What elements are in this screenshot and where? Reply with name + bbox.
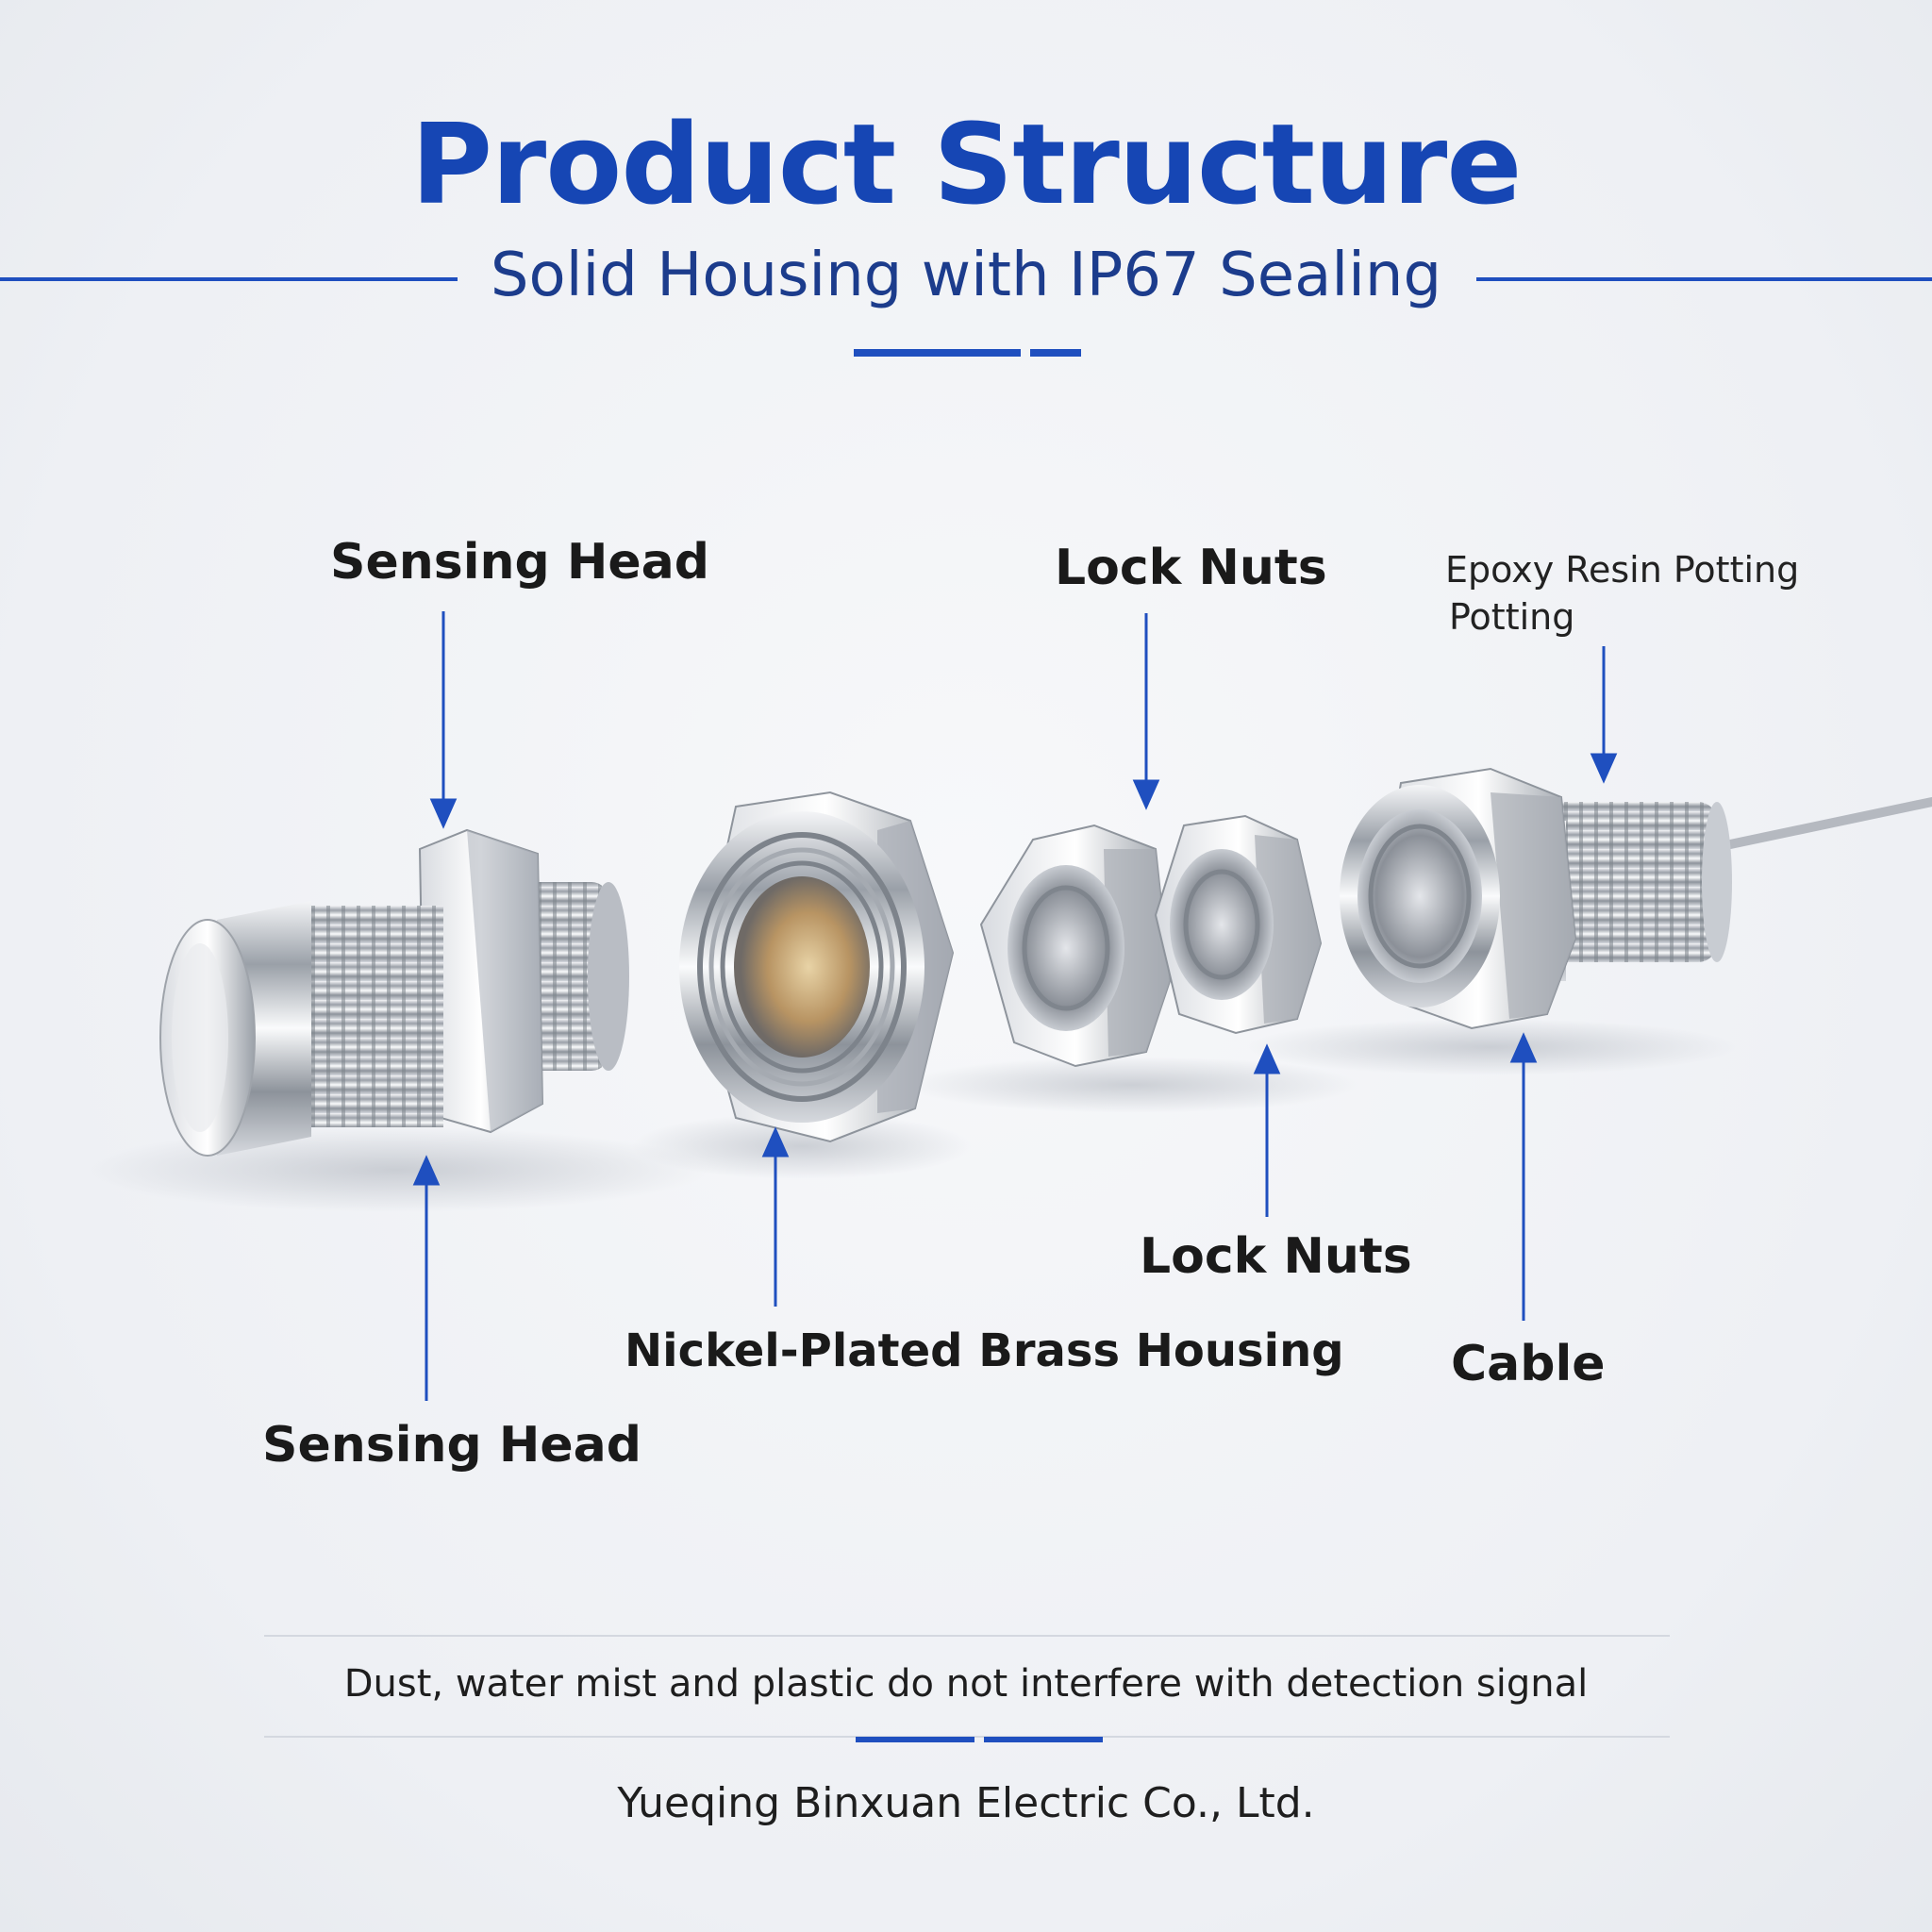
rear-housing-cable-part bbox=[1340, 767, 1932, 1030]
lock-nut-1-part bbox=[979, 824, 1172, 1068]
footer-accent-bar-2 bbox=[984, 1737, 1103, 1742]
label-cable: Cable bbox=[1451, 1336, 1606, 1392]
header-accent-bar-2 bbox=[1030, 349, 1081, 357]
header-accent-bar-1 bbox=[854, 349, 1021, 357]
header-rule-left bbox=[0, 277, 458, 281]
arrow-cable bbox=[1509, 1032, 1538, 1321]
arrow-sensing-head-bottom bbox=[412, 1155, 441, 1401]
label-epoxy-line1: Epoxy Resin Potting bbox=[1445, 549, 1800, 591]
header-rule-right bbox=[1476, 277, 1932, 281]
page-subtitle: Solid Housing with IP67 Sealing bbox=[490, 241, 1442, 310]
floor-shadows bbox=[85, 1019, 1736, 1212]
label-sensing-head-top: Sensing Head bbox=[330, 534, 709, 591]
company-name: Yueqing Binxuan Electric Co., Ltd. bbox=[617, 1779, 1315, 1827]
arrow-housing bbox=[761, 1126, 790, 1307]
page-title: Product Structure bbox=[410, 99, 1523, 229]
arrow-epoxy-potting bbox=[1590, 646, 1618, 784]
label-lock-nuts-top: Lock Nuts bbox=[1055, 540, 1327, 596]
label-sensing-head-bottom: Sensing Head bbox=[262, 1417, 641, 1474]
arrow-lock-nuts-top bbox=[1132, 613, 1160, 810]
lock-nut-2-part bbox=[1154, 814, 1323, 1035]
sensing-head-part bbox=[159, 828, 629, 1157]
arrow-lock-nuts-bottom bbox=[1253, 1043, 1281, 1217]
footer-rule-top bbox=[264, 1635, 1670, 1637]
label-housing: Nickel-Plated Brass Housing bbox=[625, 1324, 1344, 1377]
label-epoxy-line2: Potting bbox=[1449, 596, 1575, 638]
label-lock-nuts-bottom: Lock Nuts bbox=[1140, 1228, 1412, 1285]
brass-housing-part bbox=[679, 791, 955, 1143]
footer-accent-bar-1 bbox=[856, 1737, 974, 1742]
arrow-sensing-head-top bbox=[429, 611, 458, 829]
footer-note: Dust, water mist and plastic do not inte… bbox=[343, 1662, 1589, 1706]
